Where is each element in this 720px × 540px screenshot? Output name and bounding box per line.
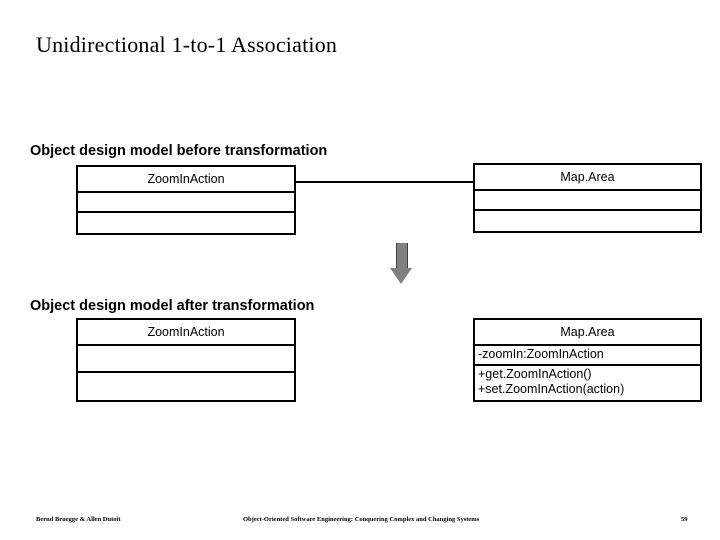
class-name-maparea-before: Map.Area — [475, 165, 700, 191]
before-transformation-label: Object design model before transformatio… — [30, 143, 328, 159]
association-line — [294, 181, 474, 183]
footer-book-title: Object-Oriented Software Engineering: Co… — [243, 516, 480, 523]
after-transformation-label: Object design model after transformation — [30, 298, 315, 314]
class-name-maparea-after: Map.Area — [475, 320, 700, 346]
class-operations-maparea-before — [475, 211, 700, 231]
footer-authors: Bernd Bruegge & Allen Dutoit — [36, 516, 121, 523]
class-box-zoominaction-before: ZoomInAction — [76, 165, 296, 235]
arrow-shaft — [396, 243, 408, 269]
class-attributes-maparea-before — [475, 191, 700, 211]
class-attributes-zoominaction-after — [78, 346, 294, 373]
class-operations-zoominaction-after — [78, 373, 294, 400]
class-name-zoominaction-after: ZoomInAction — [78, 320, 294, 346]
class-box-maparea-before: Map.Area — [473, 163, 702, 233]
class-operations-zoominaction-before — [78, 213, 294, 233]
arrow-head — [390, 268, 412, 284]
class-box-zoominaction-after: ZoomInAction — [76, 318, 296, 402]
class-name-zoominaction-before: ZoomInAction — [78, 167, 294, 193]
footer-page-number: 59 — [681, 516, 688, 523]
class-attributes-zoominaction-before — [78, 193, 294, 213]
class-operations-maparea-after: +get.ZoomInAction() +set.ZoomInAction(ac… — [475, 366, 700, 400]
class-box-maparea-after: Map.Area -zoomIn:ZoomInAction +get.ZoomI… — [473, 318, 702, 402]
transformation-arrow — [390, 243, 412, 287]
class-attributes-maparea-after: -zoomIn:ZoomInAction — [475, 346, 700, 366]
page-title: Unidirectional 1-to-1 Association — [36, 32, 338, 57]
